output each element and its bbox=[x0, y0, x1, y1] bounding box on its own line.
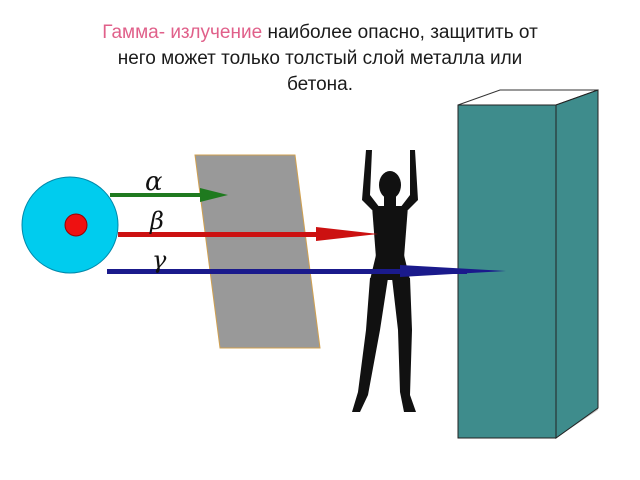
caption-line-2: него может только толстый слой металла и… bbox=[117, 48, 523, 69]
caption-line-1: Гамма- излучение наиболее опасно, защити… bbox=[20, 20, 620, 46]
gamma-label: γ bbox=[152, 246, 167, 274]
alpha-ray bbox=[110, 188, 228, 202]
beta-ray bbox=[118, 227, 378, 241]
paper-sheet bbox=[194, 154, 321, 349]
caption-line-1-rest: наиболее опасно, защитить от bbox=[262, 22, 538, 43]
alpha-label: α bbox=[145, 167, 163, 197]
concrete-wall bbox=[457, 89, 599, 439]
radiation-source-core bbox=[64, 213, 88, 237]
caption: Гамма- излучение наиболее опасно, защити… bbox=[20, 20, 620, 98]
human-silhouette bbox=[352, 150, 418, 412]
caption-line-3: бетона. bbox=[287, 74, 353, 95]
beta-label: β bbox=[149, 207, 164, 235]
caption-highlight: Гамма- излучение bbox=[102, 22, 263, 43]
gamma-ray bbox=[107, 265, 506, 277]
